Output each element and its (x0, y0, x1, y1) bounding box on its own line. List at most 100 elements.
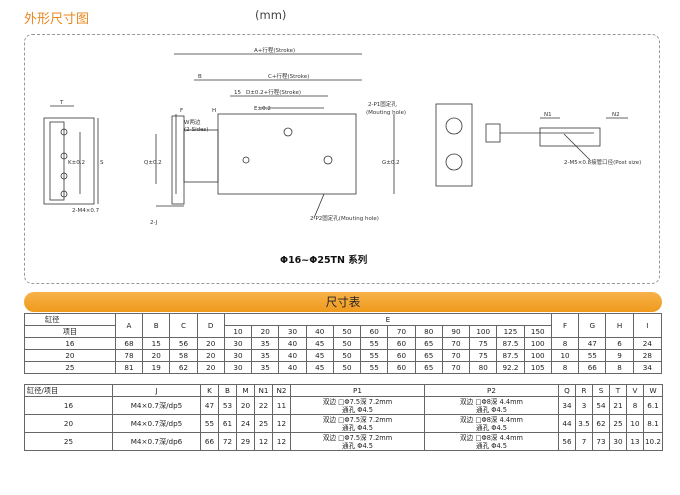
header-f: F (550, 313, 580, 338)
header-e: E (223, 313, 552, 326)
value-cell: 20 (142, 349, 171, 362)
value-cell: 8.1 (643, 414, 663, 433)
m5-label: 2-M5×0.8接管口径(Post size) (564, 158, 641, 166)
bore-cell: 25 (24, 361, 116, 374)
value-cell: 35 (251, 337, 280, 350)
header-n2: N2 (272, 384, 291, 397)
value-cell: 25 (254, 414, 273, 433)
value-cell: 55 (200, 414, 219, 433)
dim-q-label: Q±0.2 (144, 160, 162, 166)
value-cell: 25 (609, 414, 627, 433)
header-e-col: 50 (332, 325, 362, 338)
value-cell: 55 (578, 349, 607, 362)
value-cell: 40 (278, 349, 307, 362)
page-title: 外形尺寸图 (24, 12, 90, 27)
header-e-col: 30 (278, 325, 307, 338)
header-e-col: 20 (251, 325, 280, 338)
value-cell: 50 (332, 361, 362, 374)
value-cell: 30 (223, 349, 253, 362)
value-cell: 13 (626, 432, 644, 451)
header-c: C (169, 313, 198, 338)
value-cell: 34 (558, 396, 576, 415)
p2-cell: 双边 □Φ8深 4.4mm 通孔 Φ4.5 (424, 396, 559, 415)
value-cell: 12 (254, 432, 273, 451)
header-e-col: 150 (523, 325, 552, 338)
value-cell: 100 (523, 337, 552, 350)
series-label: Φ16~Φ25TN 系列 (280, 255, 368, 266)
value-cell: 65 (414, 349, 443, 362)
value-cell: 8 (550, 361, 580, 374)
value-cell: 78 (114, 349, 144, 362)
value-cell: 65 (414, 337, 443, 350)
end-view-body (43, 117, 95, 205)
header-e-col: 100 (469, 325, 498, 338)
dim-w-label-2: (2-Sides) (184, 127, 209, 133)
value-cell: 10 (550, 349, 580, 362)
value-cell: 66 (578, 361, 607, 374)
header-e-col: 10 (223, 325, 253, 338)
header-r: R (575, 384, 593, 397)
dim-15-label: 15 (234, 90, 241, 96)
table-row: 16 M4×0.7深/dp5 47 53 20 22 11 双边 □Φ7.5深 … (24, 396, 663, 415)
value-cell: 45 (305, 361, 334, 374)
j-cell: M4×0.7深/dp5 (112, 396, 201, 415)
value-cell: 60 (387, 349, 416, 362)
unit-label: (mm) (255, 8, 287, 22)
value-cell: 29 (236, 432, 255, 451)
value-cell: 87.5 (496, 337, 525, 350)
value-cell: 75 (469, 337, 498, 350)
value-cell: 20 (196, 337, 225, 350)
value-cell: 47 (578, 337, 607, 350)
dim-a-label: A+行程(Stroke) (254, 46, 295, 54)
value-cell: 9 (605, 349, 634, 362)
p2-label: 2-P2固定孔(Mouting hole) (310, 214, 379, 222)
value-cell: 6.1 (643, 396, 663, 415)
value-cell: 72 (218, 432, 237, 451)
dim-w-label: W两边 (184, 118, 201, 126)
value-cell: 34 (632, 361, 663, 374)
value-cell: 55 (360, 361, 389, 374)
j-cell: M4×0.7深/dp5 (112, 414, 201, 433)
value-cell: 40 (278, 337, 307, 350)
value-cell: 30 (223, 337, 253, 350)
header-b: B (142, 313, 171, 338)
value-cell: 12 (272, 414, 291, 433)
value-cell: 20 (196, 361, 225, 374)
value-cell: 30 (609, 432, 627, 451)
p2-cell: 双边 □Φ8深 4.4mm 通孔 Φ4.5 (424, 414, 559, 433)
bore-cell: 20 (24, 414, 113, 433)
value-cell: 56 (169, 337, 198, 350)
header-e-col: 40 (305, 325, 334, 338)
value-cell: 60 (387, 361, 416, 374)
value-cell: 92.2 (496, 361, 525, 374)
value-cell: 53 (218, 396, 237, 415)
header-e-col: 90 (441, 325, 471, 338)
value-cell: 87.5 (496, 349, 525, 362)
header-e-col: 70 (387, 325, 416, 338)
j-label: 2-J (150, 220, 158, 226)
table-row: 20 78 20 58 20 30 35 40 45 50 55 60 65 7… (24, 349, 663, 362)
header-h: H (605, 313, 634, 338)
value-cell: 55 (360, 337, 389, 350)
table-row: 16 68 15 56 20 30 35 40 45 50 55 60 65 7… (24, 337, 663, 350)
dim-k-label: K±0.2 (68, 160, 85, 166)
p1-label-2: (Mouting hole) (366, 110, 406, 116)
value-cell: 19 (142, 361, 171, 374)
value-cell: 40 (278, 361, 307, 374)
value-cell: 50 (332, 349, 362, 362)
header-p2: P2 (424, 384, 559, 397)
header-n1: N1 (254, 384, 273, 397)
header-e-col: 80 (414, 325, 443, 338)
header-e-col: 125 (496, 325, 525, 338)
bore-cell: 16 (24, 396, 113, 415)
value-cell: 12 (272, 432, 291, 451)
header-g: G (578, 313, 607, 338)
table-row: 25 81 19 62 20 30 35 40 45 50 55 60 65 7… (24, 361, 663, 374)
dim-s-label: S (100, 160, 104, 166)
header-k: K (200, 384, 219, 397)
dimension-table-2: 缸径/项目 J K B M N1 N2 P1 P2 Q R S T V W 16… (24, 384, 663, 451)
value-cell: 73 (592, 432, 610, 451)
header-bore-item: 缸径/项目 (24, 384, 113, 397)
value-cell: 70 (441, 361, 471, 374)
value-cell: 20 (196, 349, 225, 362)
